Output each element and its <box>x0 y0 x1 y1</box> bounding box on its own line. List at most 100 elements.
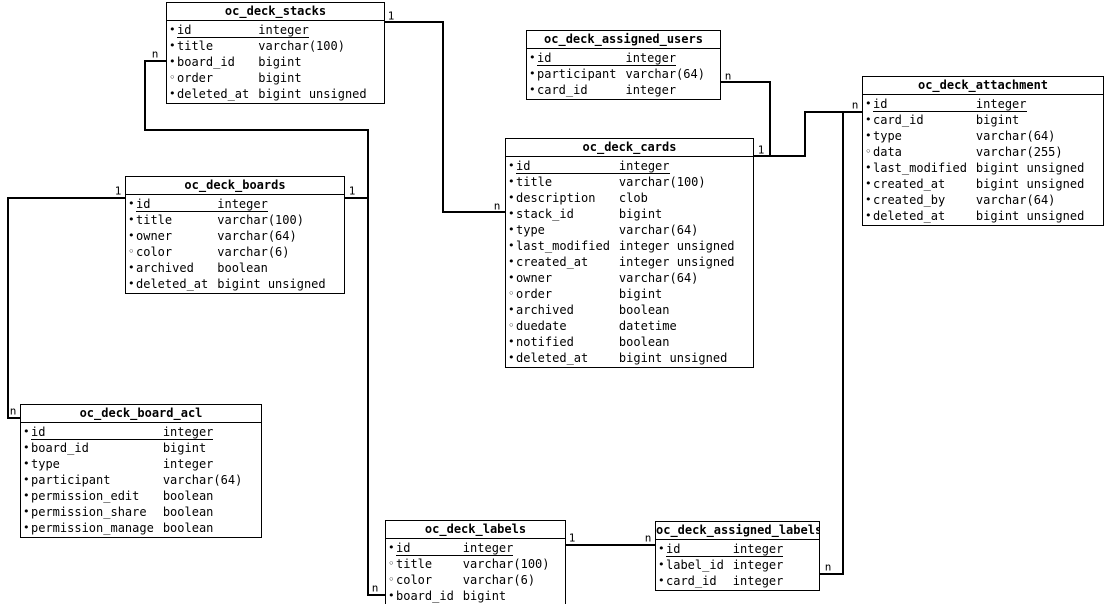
table-title: oc_deck_attachment <box>863 77 1103 95</box>
field-type-cell: integer <box>975 96 1101 112</box>
field-type: bigint <box>975 113 1020 127</box>
not-null-bullet-icon: • <box>508 303 515 316</box>
field-type-cell: varchar(64) <box>163 472 259 488</box>
field-name: owner <box>136 229 173 243</box>
field-name: board_id <box>396 589 454 603</box>
field-type: bigint <box>618 207 663 221</box>
field-name: type <box>873 129 902 143</box>
field-type-cell: integer <box>733 557 817 573</box>
not-null-bullet-icon: • <box>169 55 176 68</box>
field-name: card_id <box>537 83 588 97</box>
field-type-cell: integer unsigned <box>619 254 751 270</box>
field-type: bigint <box>618 287 663 301</box>
not-null-bullet-icon: • <box>529 67 536 80</box>
field-type: bigint unsigned <box>618 351 728 365</box>
not-null-bullet-icon: • <box>865 97 872 110</box>
relationship-oc_deck_boards--oc_deck_labels <box>345 197 385 596</box>
not-null-bullet-icon: • <box>128 277 135 290</box>
field-name: deleted_at <box>516 351 589 365</box>
field-type: varchar(64) <box>625 67 705 81</box>
field-name: card_id <box>666 574 717 588</box>
field-type: bigint unsigned <box>217 277 326 291</box>
table-title: oc_deck_assigned_users <box>527 31 720 49</box>
field-type: bigint <box>162 441 207 455</box>
field-type-cell: varchar(64) <box>625 66 718 82</box>
nullable-bullet-icon: ◦ <box>128 245 135 258</box>
nullable-bullet-icon: ◦ <box>388 557 395 570</box>
not-null-bullet-icon: • <box>23 457 30 470</box>
not-null-bullet-icon: • <box>128 261 135 274</box>
field-type-cell: bigint <box>258 54 382 70</box>
field-type: varchar(100) <box>462 557 550 571</box>
field-name: last_modified <box>516 239 610 253</box>
field-name: order <box>516 287 553 301</box>
not-null-bullet-icon: • <box>508 351 515 364</box>
field-type-cell: integer <box>732 541 817 557</box>
field-type-cell: integer <box>258 22 382 38</box>
field-type-cell: varchar(100) <box>619 174 751 190</box>
not-null-bullet-icon: • <box>508 255 515 268</box>
field-type-cell: boolean <box>217 260 342 276</box>
field-name: last_modified <box>873 161 967 175</box>
field-type: integer <box>625 83 677 97</box>
field-type-cell: bigint <box>163 440 259 456</box>
field-type: varchar(64) <box>217 229 297 243</box>
not-null-bullet-icon: • <box>23 473 30 486</box>
field-type-cell: bigint <box>619 286 751 302</box>
not-null-bullet-icon: • <box>508 335 515 348</box>
field-name: deleted_at <box>873 209 946 223</box>
not-null-bullet-icon: • <box>169 87 176 100</box>
field-type-cell: boolean <box>163 504 259 520</box>
field-type: bigint unsigned <box>975 209 1085 223</box>
not-null-bullet-icon: • <box>865 209 872 222</box>
field-name: card_id <box>873 113 924 127</box>
field-name: deleted_at <box>177 87 250 101</box>
table-title: oc_deck_stacks <box>167 3 384 21</box>
nullable-bullet-icon: ◦ <box>388 573 395 586</box>
not-null-bullet-icon: • <box>169 23 176 36</box>
field-name: id <box>666 541 733 557</box>
not-null-bullet-icon: • <box>388 541 395 554</box>
field-type: varchar(100) <box>258 39 345 53</box>
table-title: oc_deck_assigned_labels <box>656 522 819 540</box>
field-name: archived <box>136 261 194 275</box>
field-type-cell: bigint unsigned <box>976 160 1101 176</box>
field-type: varchar(64) <box>618 223 699 237</box>
field-name: created_at <box>516 255 589 269</box>
field-type: boolean <box>618 335 670 349</box>
relationship-oc_deck_cards--oc_deck_assigned_labels <box>820 112 844 575</box>
field-type: bigint <box>258 71 302 85</box>
not-null-bullet-icon: • <box>865 193 872 206</box>
field-name: type <box>31 457 60 471</box>
field-type-cell: varchar(64) <box>217 228 342 244</box>
field-type-cell: integer unsigned <box>619 238 751 254</box>
field-type-cell: integer <box>162 424 259 440</box>
field-name: board_id <box>177 55 235 69</box>
field-name: id <box>31 424 163 440</box>
field-name: title <box>177 39 214 53</box>
relationship-oc_deck_stacks--oc_deck_cards <box>385 21 505 213</box>
field-name: permission_manage <box>31 521 154 535</box>
not-null-bullet-icon: • <box>508 239 515 252</box>
not-null-bullet-icon: • <box>508 175 515 188</box>
field-name: permission_share <box>31 505 147 519</box>
field-type: bigint unsigned <box>975 177 1085 191</box>
field-name: archived <box>516 303 574 317</box>
cardinality-label: 1 <box>569 532 576 545</box>
field-name: data <box>873 145 902 159</box>
field-name: id <box>537 50 626 66</box>
field-type: varchar(100) <box>618 175 706 189</box>
field-type-cell: datetime <box>619 318 751 334</box>
not-null-bullet-icon: • <box>529 51 536 64</box>
not-null-bullet-icon: • <box>865 113 872 126</box>
field-type: integer unsigned <box>618 255 735 269</box>
field-type: varchar(64) <box>975 193 1056 207</box>
